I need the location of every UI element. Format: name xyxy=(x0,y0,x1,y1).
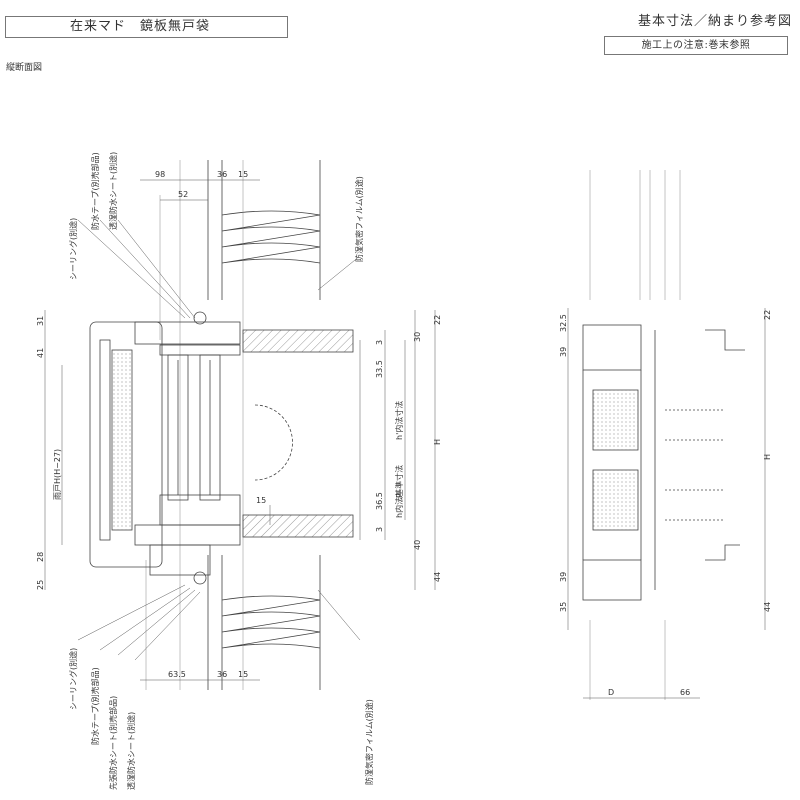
dim-28: 28 xyxy=(36,552,45,562)
construction-note: 施工上の注意:巻末参照 xyxy=(604,36,788,55)
dim-22: 22 xyxy=(433,315,442,325)
dim-h-left: H xyxy=(433,439,442,445)
dim-36-bottom: 36 xyxy=(217,670,227,679)
dim-15-mid: 15 xyxy=(256,496,266,505)
callout-tape-top: 防水テープ(別売部品) xyxy=(90,152,100,230)
dim-36-5: 36.5 xyxy=(375,492,384,510)
dim-40: 40 xyxy=(413,540,422,550)
callout-sealing-top: シーリング(別途) xyxy=(68,218,78,280)
inner-size-label: h'内法寸法 xyxy=(394,401,404,440)
section-label: 縦断面図 xyxy=(6,63,43,73)
callout-sealing-bottom: シーリング(別途) xyxy=(68,648,78,710)
dim-41: 41 xyxy=(36,348,45,358)
r-dim-35: 35 xyxy=(559,602,568,612)
callout-film-bottom: 防湿気密フィルム(別途) xyxy=(364,699,374,785)
dim-15-top: 15 xyxy=(238,170,248,179)
r-dim-d: D xyxy=(608,688,614,697)
callout-film-top: 防湿気密フィルム(別途) xyxy=(354,176,364,262)
dim-44: 44 xyxy=(433,572,442,582)
dim-63-5: 63.5 xyxy=(168,670,186,679)
reference-title: 基本寸法／納まり参考図 xyxy=(637,14,792,29)
callout-first-sheet-bottom: 先張防水シート(別売部品) xyxy=(108,696,118,790)
dim-3-bottom: 3 xyxy=(375,527,384,532)
dim-25: 25 xyxy=(36,580,45,590)
r-dim-39-bottom: 39 xyxy=(559,572,568,582)
r-dim-32-5: 32.5 xyxy=(559,314,568,332)
r-dim-h: H xyxy=(763,454,772,460)
drawing-title: 在来マド 鏡板無戸袋 xyxy=(5,16,288,38)
dim-30: 30 xyxy=(413,332,422,342)
dim-p: P xyxy=(395,493,404,498)
inner-base-size-label: h内法基準寸法 xyxy=(394,465,404,518)
dim-15-bottom: 15 xyxy=(238,670,248,679)
dim-33-5: 33.5 xyxy=(375,360,384,378)
r-dim-66: 66 xyxy=(680,688,690,697)
dim-52: 52 xyxy=(178,190,188,199)
r-dim-22: 22 xyxy=(763,310,772,320)
dim-36-top: 36 xyxy=(217,170,227,179)
r-dim-39-top: 39 xyxy=(559,347,568,357)
r-dim-44: 44 xyxy=(763,602,772,612)
callout-sheet-bottom: 透湿防水シート(別途) xyxy=(126,712,136,790)
rain-door-height-label: 雨戸H(H−27) xyxy=(53,449,62,500)
callout-tape-bottom: 防水テープ(別売部品) xyxy=(90,667,100,745)
dim-31: 31 xyxy=(36,316,45,326)
dim-3-top: 3 xyxy=(375,340,384,345)
dim-98: 98 xyxy=(155,170,165,179)
callout-sheet-top: 透湿防水シート(別途) xyxy=(108,152,118,230)
